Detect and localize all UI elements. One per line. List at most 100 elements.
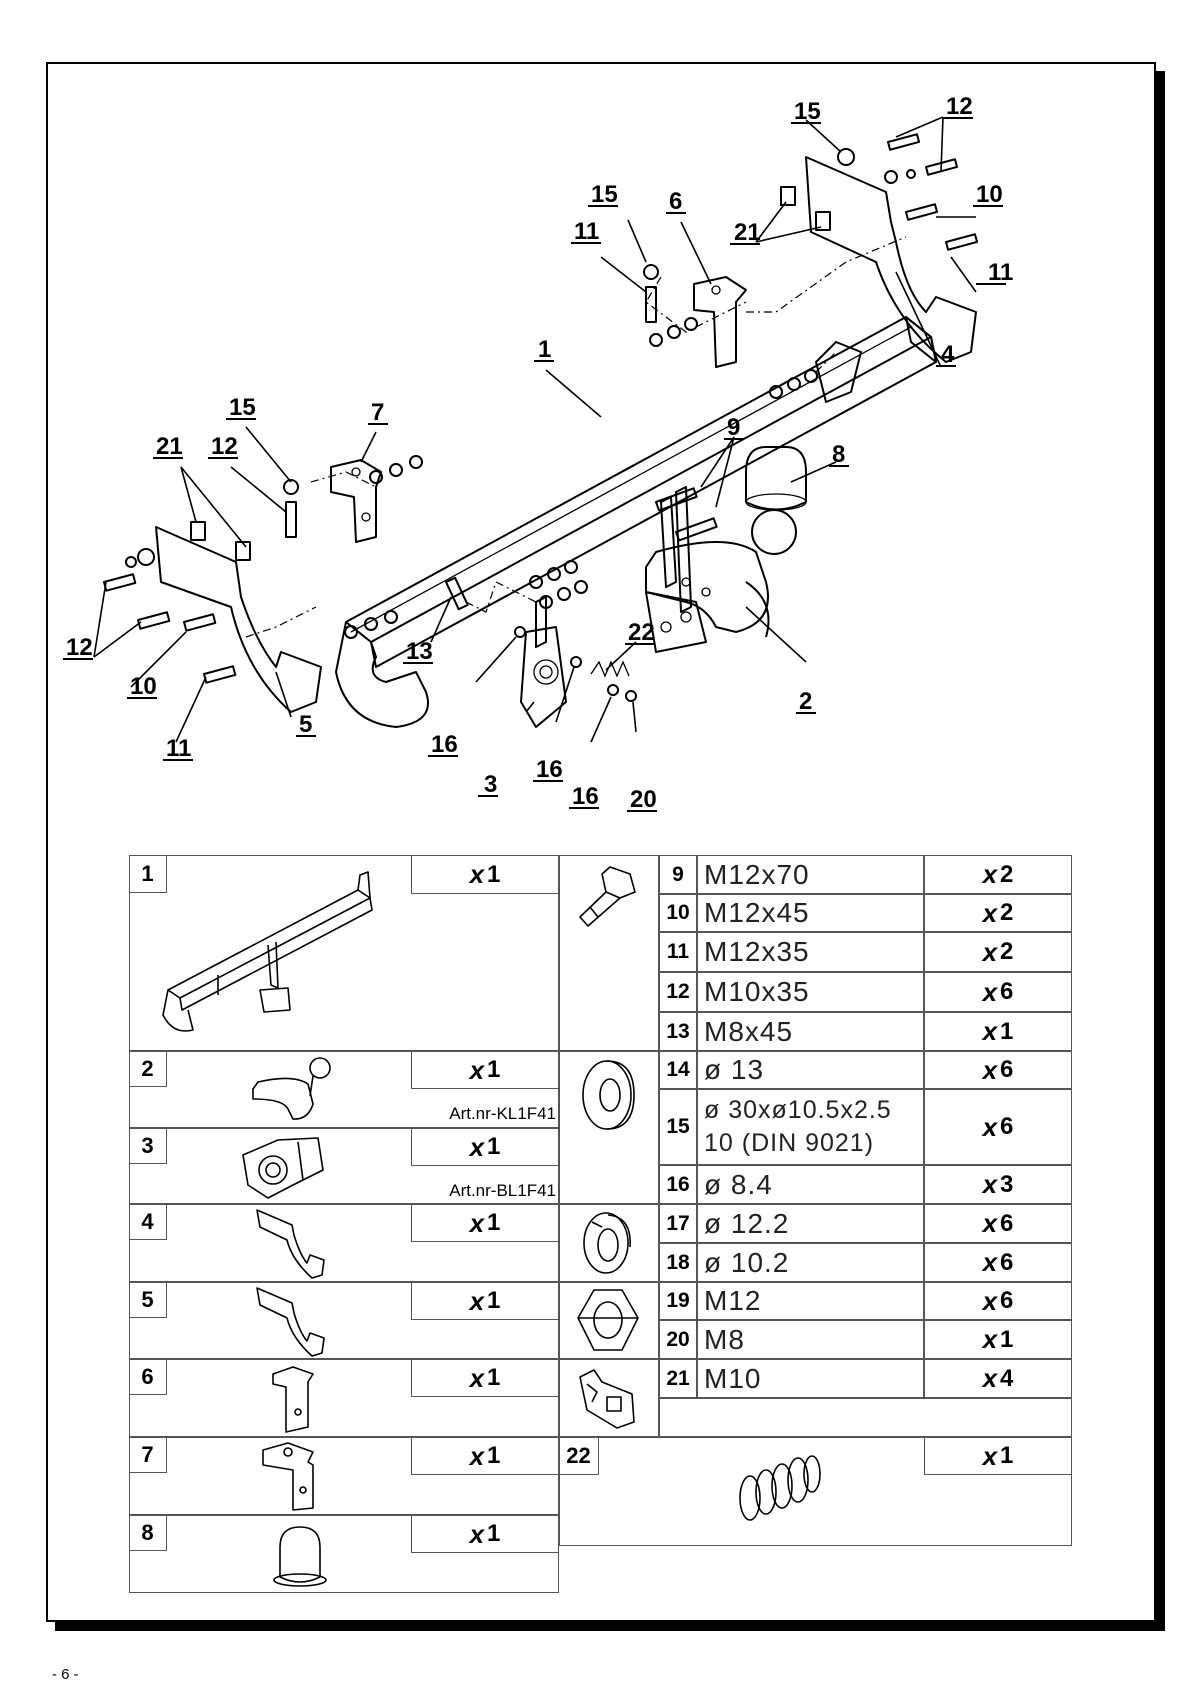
hardware-icon-cell: [559, 1051, 659, 1204]
hardware-spec-line: ø 30xø10.5x2.5: [704, 1096, 892, 1124]
hardware-spec-line: 10 (DIN 9021): [704, 1129, 875, 1157]
hardware-number: 21: [659, 1359, 697, 1398]
hardware-icon-cell: [559, 855, 659, 1051]
part-cell-6: [129, 1359, 559, 1437]
hardware-number: 16: [659, 1165, 697, 1204]
side-bracket-icon: [252, 1283, 332, 1358]
callout: 16: [431, 731, 458, 758]
page-frame: [46, 62, 1156, 1622]
callout: 16: [572, 783, 599, 810]
hardware-number: 13: [659, 1012, 697, 1051]
bolt-icon: [570, 862, 640, 932]
page-number: - 6 -: [52, 1666, 79, 1683]
part-cell-2: [129, 1051, 559, 1128]
hardware-number: 17: [659, 1204, 697, 1243]
angle-bracket-6-drawing: [693, 276, 747, 368]
article-number: Art.nr-KL1F41: [449, 1104, 556, 1123]
hardware-spec: M12x35: [697, 932, 924, 972]
callout: 12: [946, 93, 973, 120]
cage-nut-icon: [572, 1362, 644, 1434]
spring-washer-icon: [572, 1207, 642, 1279]
ball-cover-drawing: [745, 446, 807, 511]
part-number: 22: [559, 1437, 599, 1475]
hardware-icon-cell: [559, 1359, 659, 1437]
side-bracket-icon: [252, 1205, 332, 1280]
part-number: 1: [129, 855, 167, 893]
hardware-spec: M12x45: [697, 894, 924, 932]
callout: 21: [734, 219, 761, 246]
callout: 20: [630, 786, 657, 813]
hardware-number: 9: [659, 855, 697, 894]
callout: 15: [229, 394, 256, 421]
hardware-spec: M12: [697, 1282, 924, 1320]
socket-plate-drawing: [520, 626, 567, 728]
callout: 6: [669, 188, 682, 215]
angle-bracket-icon: [268, 1362, 328, 1434]
hardware-spec: ø 13: [697, 1051, 924, 1089]
hardware-number: 19: [659, 1282, 697, 1320]
socket-plate-icon: [238, 1130, 338, 1200]
callout: 9: [727, 414, 740, 441]
hardware-spec: M12x70: [697, 855, 924, 894]
left-side-bracket-drawing: [155, 526, 322, 713]
part-cell-7: [129, 1437, 559, 1515]
part-cell-8: [129, 1515, 559, 1593]
callout: 15: [591, 181, 618, 208]
callout: 1: [538, 336, 551, 363]
hex-nut-icon: [572, 1284, 644, 1356]
part-number: 3: [129, 1128, 167, 1164]
callout: 13: [406, 638, 433, 665]
callout: 10: [976, 181, 1003, 208]
part-cell-5: [129, 1282, 559, 1359]
hardware-drawings: [103, 133, 979, 702]
callout: 21: [156, 433, 183, 460]
part-number: 8: [129, 1515, 167, 1551]
part-cell-22: [559, 1437, 1072, 1546]
callout: 11: [574, 218, 599, 245]
angle-bracket-icon: [258, 1440, 330, 1512]
tow-ball-neck-icon: [248, 1054, 358, 1124]
part-cell-4: [129, 1204, 559, 1282]
tow-bar-beam-drawing: [335, 316, 937, 728]
right-side-bracket-drawing: [805, 156, 977, 363]
hardware-number: 18: [659, 1243, 697, 1282]
callout: 3: [484, 771, 497, 798]
hardware-spec: M10x35: [697, 972, 924, 1012]
part-cell-1: [129, 855, 559, 1051]
callout: 22: [628, 619, 655, 646]
part-number: 5: [129, 1282, 167, 1318]
article-number: Art.nr-BL1F41: [449, 1181, 556, 1200]
hardware-icon-cell: [559, 1282, 659, 1359]
callout: 10: [130, 673, 157, 700]
hardware-icon-cell: [559, 1204, 659, 1282]
callout: 16: [536, 756, 563, 783]
hardware-spec: M8x45: [697, 1012, 924, 1051]
callout: 8: [832, 441, 845, 468]
part-cell-3: [129, 1128, 559, 1204]
hardware-number: 12: [659, 972, 697, 1012]
tow-bar-beam-icon: [138, 870, 408, 1040]
hardware-spec: M8: [697, 1320, 924, 1359]
part-number: 6: [129, 1359, 167, 1395]
callout: 15: [794, 98, 821, 125]
hardware-spec: ø 8.4: [697, 1165, 924, 1204]
